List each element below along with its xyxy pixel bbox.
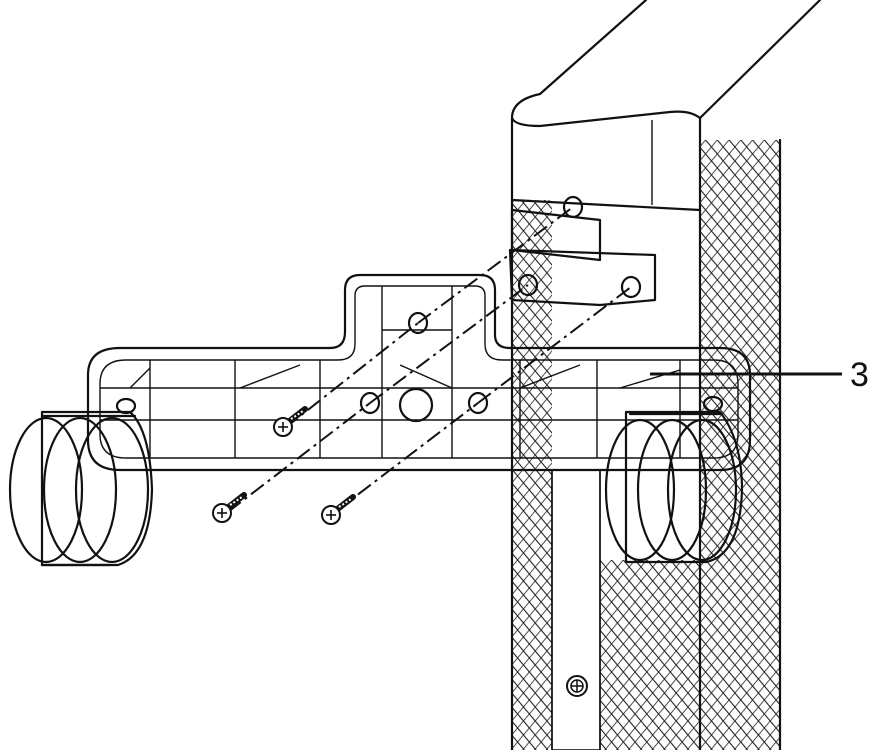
screw-head-icon: [566, 675, 588, 697]
callout-label: 3: [850, 356, 869, 394]
caster-wheel-right: [604, 410, 744, 564]
caster-wheel-left: [8, 410, 154, 567]
cabinet-column: [508, 0, 822, 750]
callout-3: 3: [650, 356, 869, 394]
mounting-screw: [212, 406, 356, 525]
caster-base-bracket: [86, 273, 752, 472]
alignment-lines: [227, 206, 632, 513]
